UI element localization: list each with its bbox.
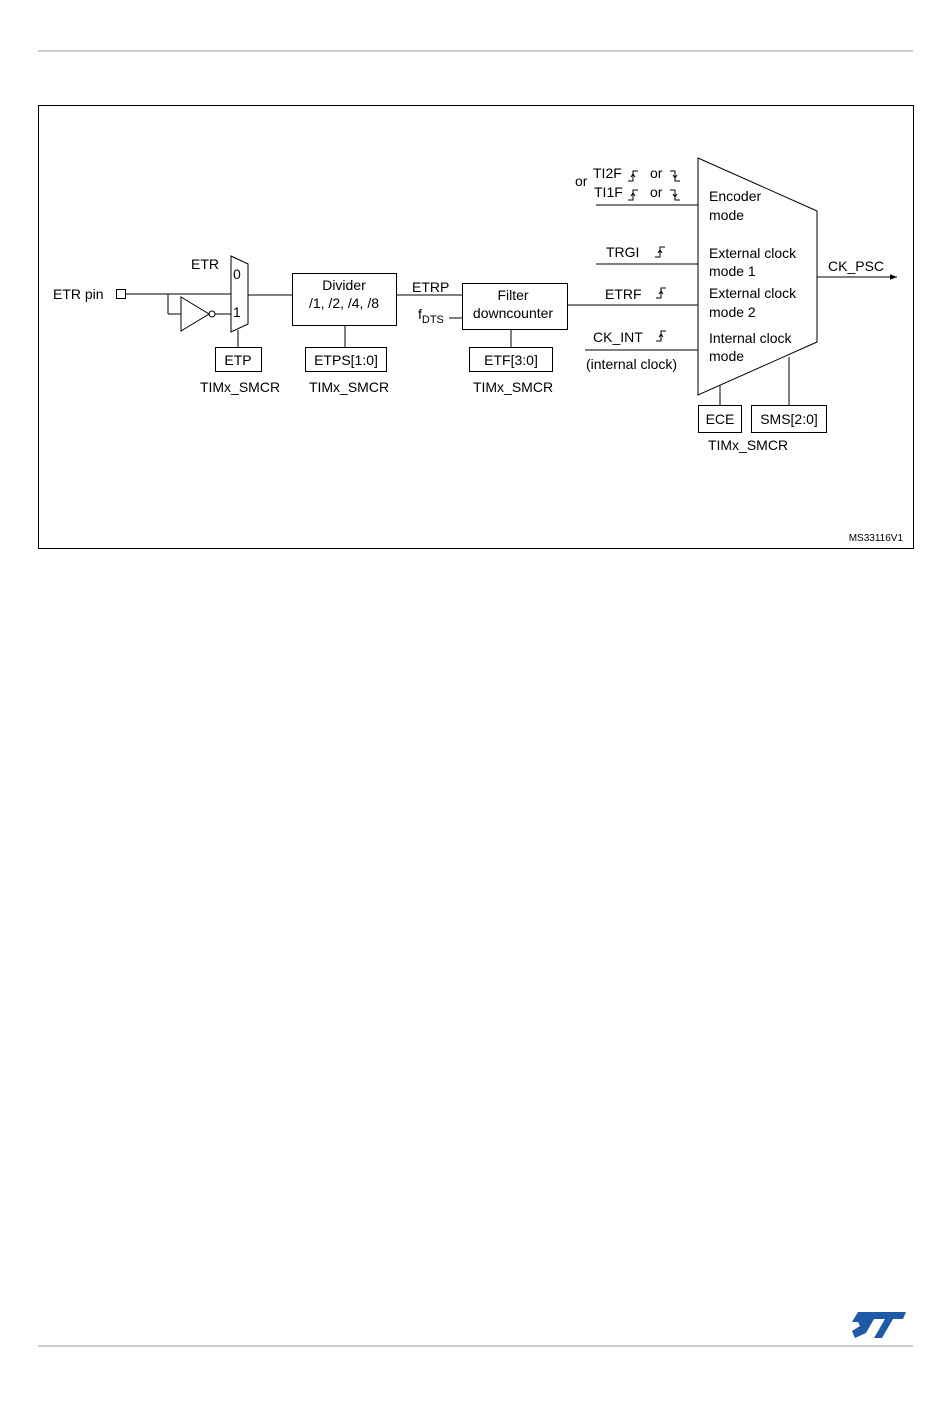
- ti2f-rising-edge-icon: [628, 171, 638, 181]
- fdts-label: fDTS: [418, 306, 444, 326]
- ti1f-label: TI1F: [594, 184, 623, 200]
- mux-input-1: 1: [233, 304, 241, 320]
- filter-line2: downcounter: [473, 305, 554, 321]
- trgi-label: TRGI: [606, 244, 639, 260]
- mode-ext1-1: External clock: [709, 245, 797, 261]
- etp-label: ETP: [224, 352, 251, 368]
- mode-encoder-2: mode: [709, 207, 744, 223]
- etf-label: ETF[3:0]: [484, 352, 538, 368]
- internal-clock-label: (internal clock): [586, 356, 677, 372]
- etrf-label: ETRF: [605, 286, 642, 302]
- etps-reg-name: TIMx_SMCR: [309, 379, 389, 395]
- mode-ext2-1: External clock: [709, 285, 797, 301]
- etrf-rising-edge-icon: [656, 288, 666, 298]
- ti1f-rising-edge-icon: [628, 190, 638, 200]
- etf-reg-name: TIMx_SMCR: [473, 379, 553, 395]
- mode-int-1: Internal clock: [709, 330, 792, 346]
- trgi-rising-edge-icon: [655, 247, 665, 257]
- divider-line2: /1, /2, /4, /8: [309, 295, 379, 311]
- ti2f-or: or: [650, 165, 663, 181]
- mux-input-0: 0: [233, 266, 241, 282]
- fdts-sub: DTS: [422, 314, 444, 326]
- mode-reg-name: TIMx_SMCR: [708, 437, 788, 453]
- ti2f-label: TI2F: [593, 165, 622, 181]
- st-logo: [852, 1312, 906, 1338]
- mode-ext2-2: mode 2: [709, 304, 756, 320]
- mode-int-2: mode: [709, 348, 744, 364]
- ti1f-or: or: [650, 184, 663, 200]
- etr-pin-icon: [117, 290, 126, 299]
- etr-label: ETR: [191, 256, 219, 272]
- ti2f-falling-edge-icon: [670, 171, 680, 181]
- etrp-label: ETRP: [412, 279, 449, 295]
- filter-line1: Filter: [497, 287, 528, 303]
- mode-ext1-2: mode 1: [709, 263, 756, 279]
- divider-line1: Divider: [322, 277, 366, 293]
- etr-pin-label: ETR pin: [53, 286, 104, 302]
- sms-label: SMS[2:0]: [760, 411, 818, 427]
- ck-psc-label: CK_PSC: [828, 258, 884, 274]
- inverter-icon: [181, 297, 209, 331]
- etp-reg-name: TIMx_SMCR: [200, 379, 280, 395]
- figure-id: MS33116V1: [849, 533, 904, 544]
- ck-int-label: CK_INT: [593, 329, 643, 345]
- ece-label: ECE: [706, 411, 735, 427]
- or-prefix: or: [575, 173, 588, 189]
- inverter-bubble: [209, 311, 215, 317]
- ti1f-falling-edge-icon: [670, 190, 680, 200]
- etps-label: ETPS[1:0]: [314, 352, 378, 368]
- mode-encoder-1: Encoder: [709, 188, 761, 204]
- ck-int-rising-edge-icon: [656, 331, 666, 341]
